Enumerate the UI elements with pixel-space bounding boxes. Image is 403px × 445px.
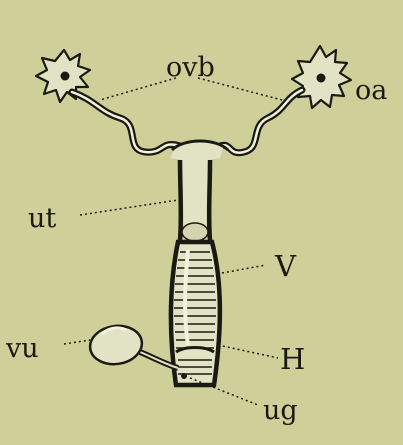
left-oviduct: [72, 92, 180, 152]
right-oviduct: [220, 90, 302, 153]
label-oa: oa: [355, 75, 387, 106]
uterus: [170, 140, 228, 241]
vagina: [171, 242, 220, 385]
label-vu: vu: [5, 333, 39, 364]
label-h: H: [280, 342, 305, 376]
label-ug: ug: [263, 395, 298, 426]
right-ovary: [292, 46, 351, 108]
label-v: V: [274, 249, 297, 283]
urogenital-opening: [181, 373, 187, 379]
vestibular-gland: [88, 323, 178, 368]
label-ut: ut: [28, 203, 56, 234]
label-ovb: ovb: [166, 52, 215, 83]
